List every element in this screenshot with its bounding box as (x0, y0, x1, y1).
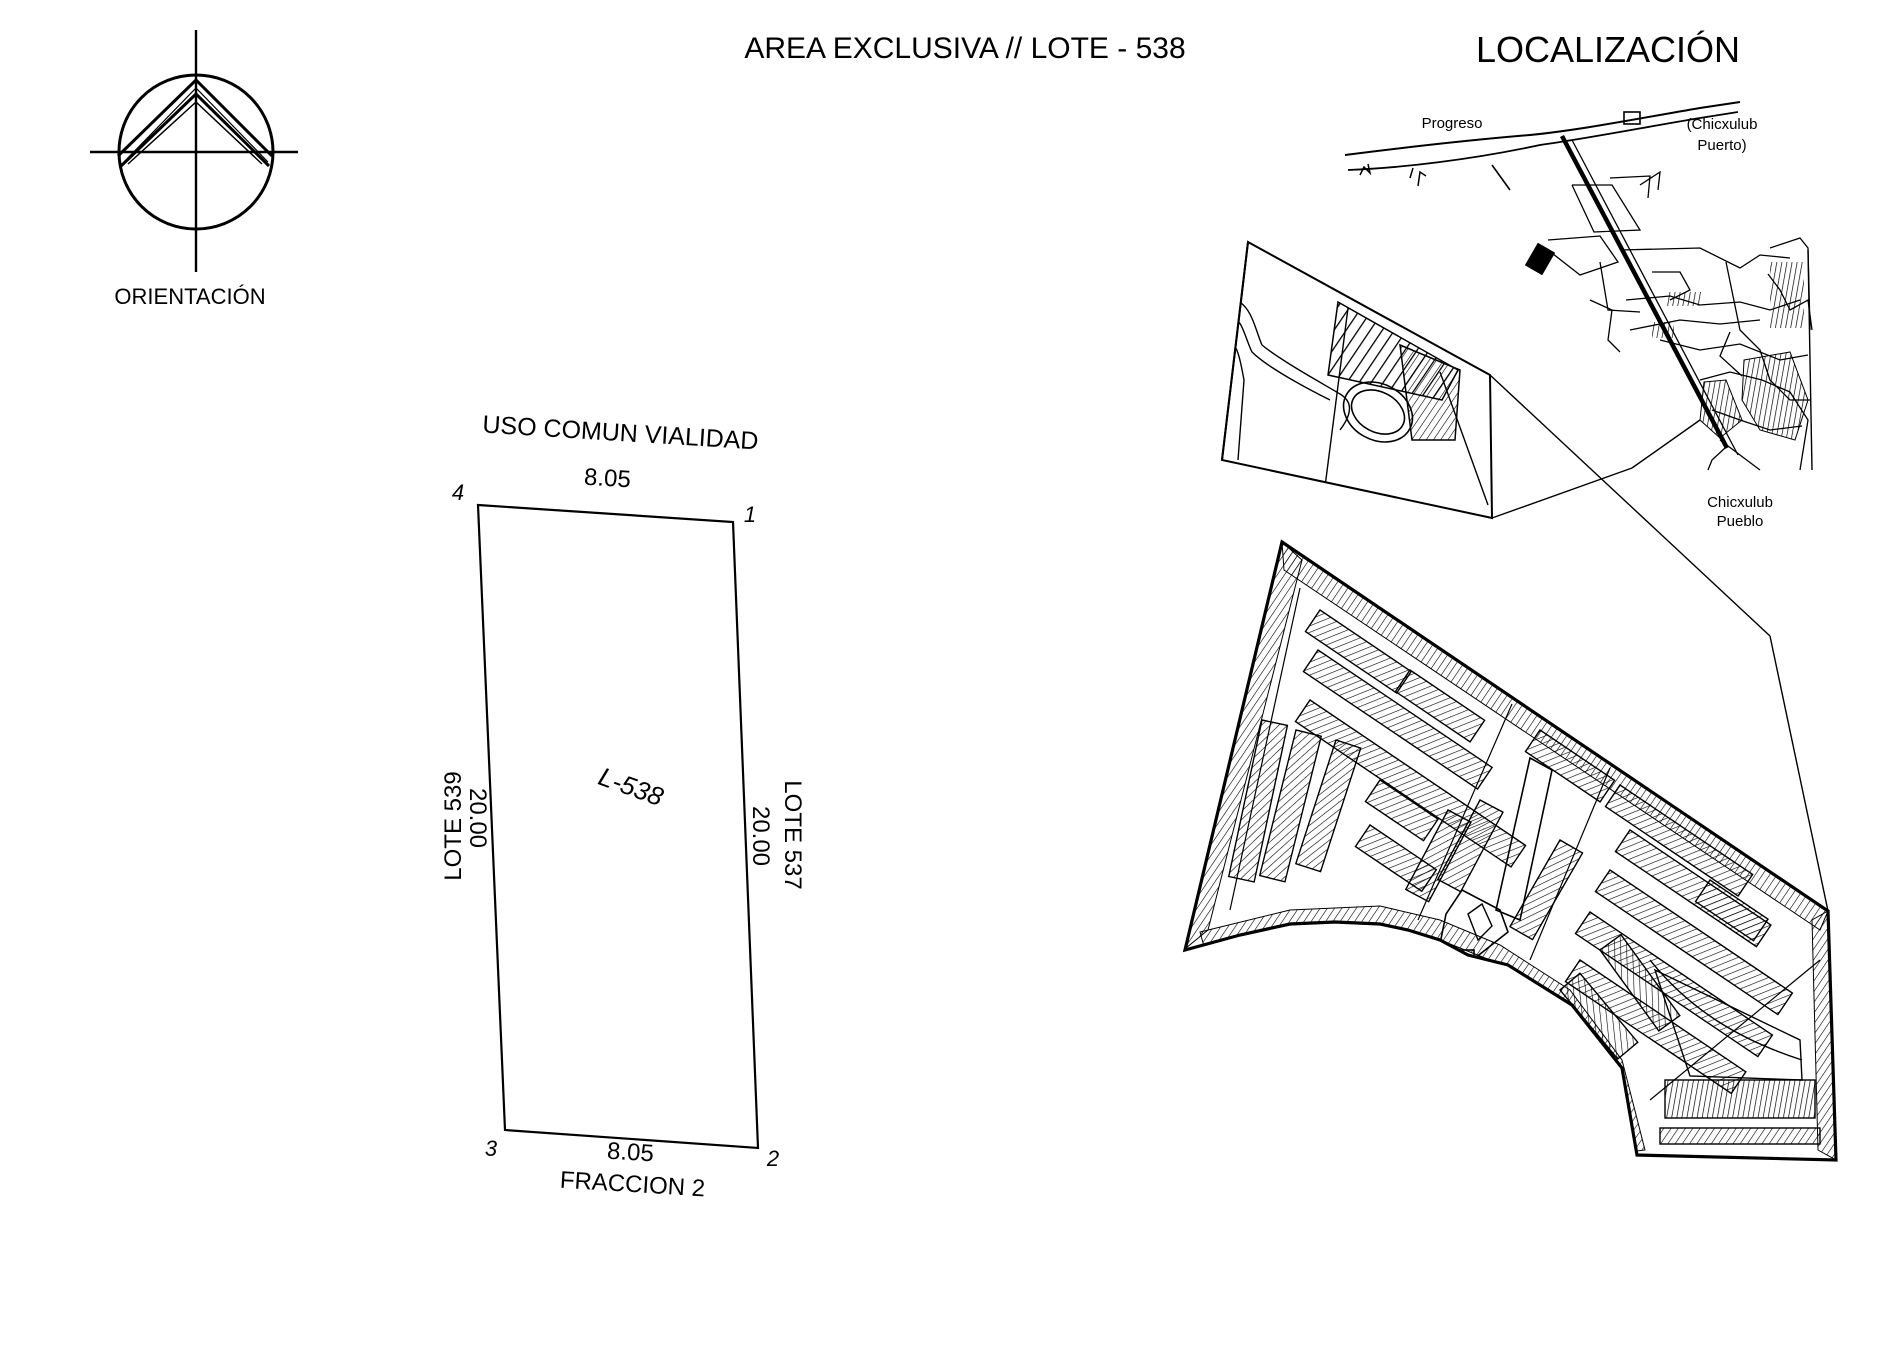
regional-map: Progreso (Chicxulub Puerto) Chicxulub Pu… (1344, 101, 1813, 530)
hatched-block-2 (1666, 292, 1702, 306)
orientation-label: ORIENTACIÓN (114, 284, 265, 309)
vertex-2-label: 2 (766, 1146, 779, 1171)
lot-south-label: FRACCION 2 (559, 1167, 706, 1203)
lot-south-dimension: 8.05 (606, 1138, 654, 1168)
lot-538-plan: USO COMUN VIALIDAD 8.05 4 1 3 2 8.05 FRA… (440, 411, 806, 1203)
hatched-block-1 (1524, 242, 1556, 276)
lot-north-label: USO COMUN VIALIDAD (482, 411, 760, 456)
lot-east-label: LOTE 537 (779, 780, 806, 889)
leader-line-1 (1491, 467, 1633, 519)
lot-west-dimension: 20.00 (464, 788, 491, 848)
place-chicxulub-pueblo-2: Pueblo (1717, 513, 1764, 530)
leader-line-4 (1769, 635, 1829, 912)
hatched-block-3 (1652, 322, 1674, 338)
north-arrow-icon (90, 30, 298, 272)
hatched-block-5 (1741, 351, 1809, 441)
lot-north-dimension: 8.05 (583, 464, 631, 494)
leader-line-2 (1631, 419, 1701, 469)
vertex-1-label: 1 (744, 502, 756, 527)
lot-west-label: LOTE 539 (440, 771, 467, 880)
place-progreso: Progreso (1422, 115, 1483, 132)
inset-map (1220, 240, 1494, 520)
place-chicxulub-puerto-1: (Chicxulub (1687, 116, 1758, 133)
vertex-4-label: 4 (452, 480, 464, 505)
location-title: LOCALIZACIÓN (1476, 29, 1740, 70)
lot-id-label: L-538 (595, 761, 668, 812)
lot-east-dimension: 20.00 (747, 806, 774, 866)
lot-boundary (476, 503, 760, 1150)
place-chicxulub-pueblo-1: Chicxulub (1707, 494, 1773, 511)
hatched-block-4 (1770, 262, 1804, 328)
place-chicxulub-puerto-2: Puerto) (1697, 137, 1746, 154)
drawing-title: AREA EXCLUSIVA // LOTE - 538 (744, 32, 1185, 65)
hatched-block-6 (1699, 379, 1743, 439)
leader-line-3 (1489, 374, 1771, 637)
development-plan (1182, 539, 1838, 1162)
vertex-3-label: 3 (485, 1136, 498, 1161)
